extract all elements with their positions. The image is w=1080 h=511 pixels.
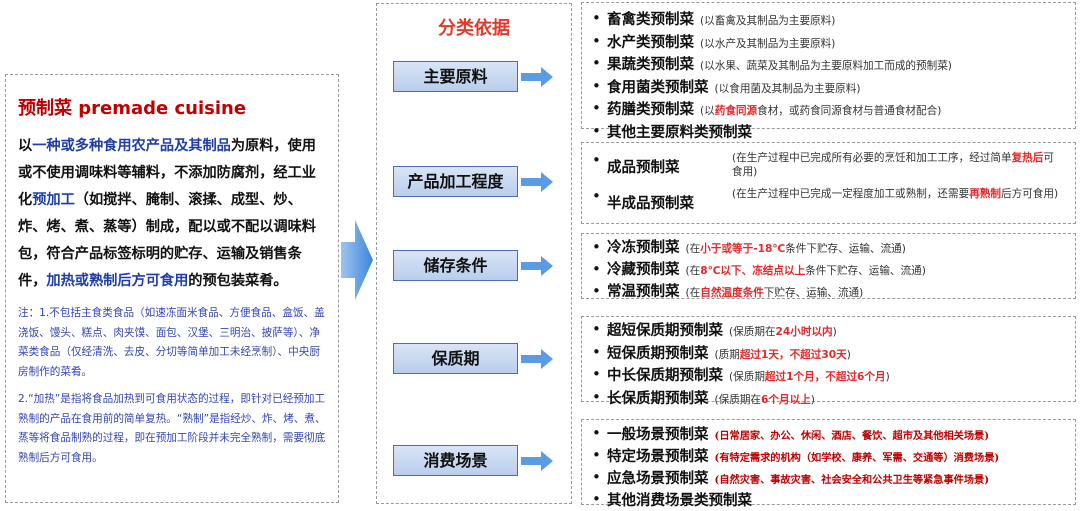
- list-item: 应急场景预制菜(自然灾害、事故灾害、社会安全和公共卫生等紧急事件场景): [582, 468, 1075, 490]
- right-arrow-icon: [521, 172, 553, 192]
- list-item: 中长保质期预制菜(保质期超过1个月，不超过6个月): [582, 365, 1075, 388]
- list-item: 水产类预制菜(以水产及其制品为主要原料): [582, 32, 1075, 55]
- definition-title: 预制菜 premade cuisine: [18, 98, 247, 119]
- consumption-scene-group: 一般场景预制菜(日常居家、办公、休闲、酒店、餐饮、超市及其他相关场景) 特定场景…: [581, 419, 1076, 509]
- classification-basis-panel: 分类依据 主要原料 产品加工程度 储存条件 保质期 消费场景: [376, 3, 572, 504]
- list-item: 常温预制菜(在自然温度条件下贮存、运输、流通): [582, 281, 1075, 303]
- definition-note-2: 2.“加热”是指将食品加热到可食用状态的过程，即针对已经预加工熟制的产品在食用前…: [18, 393, 326, 464]
- definition-note-1: 注：1.不包括主食类食品（如速冻面米食品、方便食品、盒饭、盖浇饭、馒头、糕点、肉…: [18, 307, 325, 378]
- shelf-life-group: 超短保质期预制菜(保质期在24小时以内) 短保质期预制菜(质期超过1天，不超过3…: [581, 316, 1076, 407]
- right-arrow-icon: [521, 67, 553, 87]
- definition-text: 以一种或多种食用农产品及其制品为原料，使用或不使用调味料等辅料，不添加防腐剂，经…: [18, 138, 316, 289]
- list-item: 果蔬类预制菜(以水果、蔬菜及其制品为主要原料加工而成的预制菜): [582, 54, 1075, 77]
- definition-panel: 预制菜 premade cuisine 以一种或多种食用农产品及其制品为原料，使…: [5, 74, 339, 503]
- big-right-arrow-icon: [341, 220, 373, 300]
- list-item: 食用菌类预制菜(以食用菌及其制品为主要原料): [582, 77, 1075, 100]
- list-item: 半成品预制菜 (在生产过程中已完成一定程度加工或熟制，还需要再熟制后方可食用): [582, 187, 1075, 221]
- category-storage: 储存条件: [393, 250, 518, 281]
- list-item: 超短保质期预制菜(保质期在24小时以内): [582, 320, 1075, 343]
- definition-highlight-raw: 一种或多种食用农产品及其制品: [32, 138, 231, 154]
- basis-title: 分类依据: [438, 18, 510, 39]
- storage-group: 冷冻预制菜(在小于或等于-18℃条件下贮存、运输、流通) 冷藏预制菜(在8℃以下…: [581, 233, 1076, 301]
- list-item: 长保质期预制菜(保质期在6个月以上): [582, 388, 1075, 411]
- list-item: 其他主要原料类预制菜: [582, 122, 1075, 144]
- right-arrow-icon: [521, 349, 553, 369]
- list-item: 成品预制菜 (在生产过程中已完成所有必要的烹饪和加工工序，经过简单复热后可食用): [582, 151, 1075, 187]
- list-item: 冷冻预制菜(在小于或等于-18℃条件下贮存、运输、流通): [582, 237, 1075, 259]
- list-item: 药膳类预制菜(以药食同源食材，或药食同源食材与普通食材配合): [582, 99, 1075, 122]
- list-item: 特定场景预制菜(有特定需求的机构（如学校、康养、军需、交通等）消费场景): [582, 446, 1075, 468]
- definition-highlight-heating: 加热或熟制后方可食用: [46, 273, 189, 289]
- right-arrow-icon: [521, 451, 553, 471]
- raw-material-group: 畜禽类预制菜(以畜禽及其制品为主要原料) 水产类预制菜(以水产及其制品为主要原料…: [581, 2, 1076, 141]
- list-item: 冷藏预制菜(在8℃以下、冻结点以上条件下贮存、运输、流通): [582, 259, 1075, 281]
- category-raw-material: 主要原料: [393, 61, 518, 92]
- processing-level-group: 成品预制菜 (在生产过程中已完成所有必要的烹饪和加工工序，经过简单复热后可食用)…: [581, 142, 1076, 224]
- category-processing-level: 产品加工程度: [393, 166, 518, 197]
- list-item: 其他消费场景类预制菜: [582, 490, 1075, 511]
- definition-highlight-preprocess: 预加工: [32, 192, 75, 208]
- category-consumption-scene: 消费场景: [393, 445, 518, 476]
- right-arrow-icon: [521, 256, 553, 276]
- list-item: 短保质期预制菜(质期超过1天，不超过30天): [582, 343, 1075, 366]
- category-shelf-life: 保质期: [393, 343, 518, 374]
- list-item: 畜禽类预制菜(以畜禽及其制品为主要原料): [582, 9, 1075, 32]
- list-item: 一般场景预制菜(日常居家、办公、休闲、酒店、餐饮、超市及其他相关场景): [582, 424, 1075, 446]
